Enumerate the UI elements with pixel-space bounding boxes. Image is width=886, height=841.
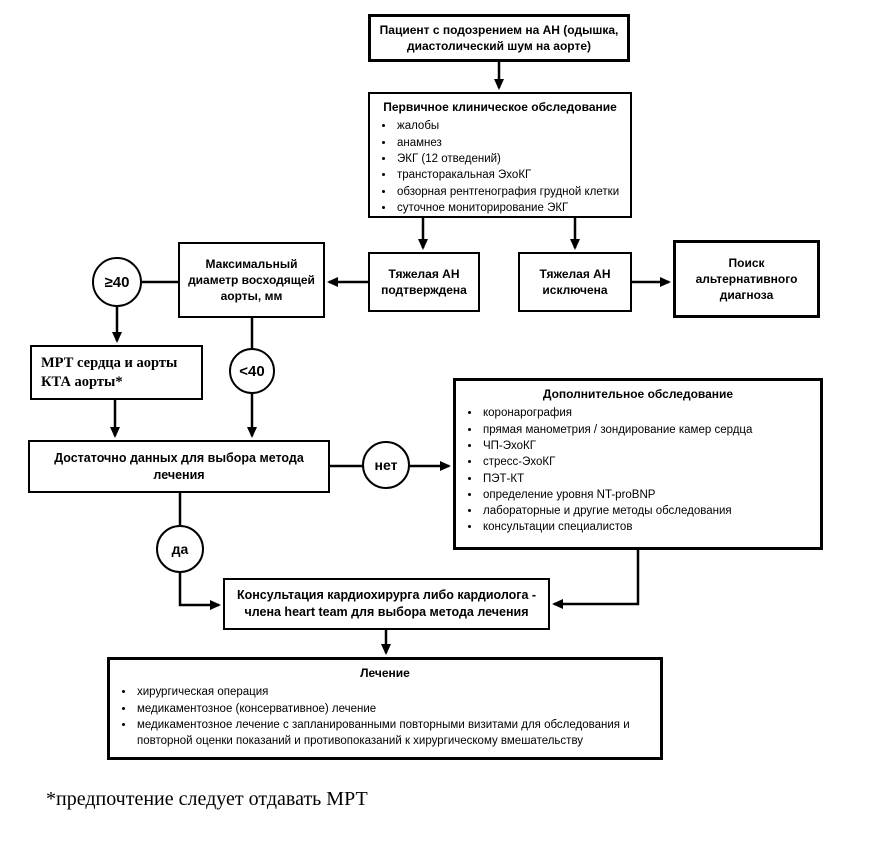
arrow-yes-to-consult [178,572,221,610]
treatment-box: Лечение хирургическая операция медикамен… [107,657,663,760]
severe-ar-excluded-box: Тяжелая АН исключена [518,252,632,312]
additional-item: лабораторные и другие методы обследовани… [481,503,812,519]
mrt-cta-line1: МРТ сердца и аорты [41,354,178,371]
additional-item: стресс-ЭхоКГ [481,454,812,470]
exam-item: суточное мониторирование ЭКГ [395,200,622,216]
primary-exam-title: Первичное клиническое обследование [383,100,617,114]
additional-item: прямая манометрия / зондирование камер с… [481,422,812,438]
treatment-item: медикаментозное лечение с запланированны… [135,717,652,750]
exam-item: обзорная рентгенография грудной клетки [395,184,622,200]
aorta-diameter-box: Максимальный диаметр восходящей аорты, м… [178,242,325,318]
arrow-additional-to-consult [552,550,640,609]
ge40-label: ≥40 [104,273,130,291]
primary-exam-list: жалобы анамнез ЭКГ (12 отведений) транст… [378,118,622,216]
enough-data-box: Достаточно данных для выбора метода лече… [28,440,330,493]
additional-item: определение уровня NT-proBNP [481,487,812,503]
exam-item: ЭКГ (12 отведений) [395,151,622,167]
lt40-label: <40 [239,362,265,380]
mrt-cta-line2: КТА аорты* [41,373,123,390]
treatment-item: медикаментозное (консервативное) лечение [135,701,652,717]
heart-team-consult-label: Консультация кардиохирурга либо кардиоло… [236,588,537,619]
yes-label: да [171,541,189,557]
no-circle: нет [362,441,410,489]
mrt-cta-box: МРТ сердца и аорты КТА аорты* [30,345,203,400]
treatment-item: хирургическая операция [135,684,652,700]
lt40-circle: <40 [229,348,275,394]
aorta-diameter-label: Максимальный диаметр восходящей аорты, м… [188,256,315,304]
footnote: *предпочтение следует отдавать МРТ [46,788,368,810]
patient-box: Пациент с подозрением на АН (одышка, диа… [368,14,630,62]
severe-ar-confirmed-box: Тяжелая АН подтверждена [368,252,480,312]
patient-box-label: Пациент с подозрением на АН (одышка, диа… [379,22,619,53]
severe-ar-confirmed-label: Тяжелая АН подтверждена [381,266,467,297]
treatment-title: Лечение [360,666,410,680]
alternative-diagnosis-label: Поиск альтернативного диагноза [695,255,798,303]
additional-item: коронарография [481,405,812,421]
additional-exam-box: Дополнительное обследование коронарограф… [453,378,823,550]
yes-circle: да [156,525,204,573]
treatment-list: хирургическая операция медикаментозное (… [118,684,652,749]
exam-item: трансторакальная ЭхоКГ [395,167,622,183]
exam-item: жалобы [395,118,622,134]
alternative-diagnosis-box: Поиск альтернативного диагноза [673,240,820,318]
additional-item: ЧП-ЭхоКГ [481,438,812,454]
additional-item: консультации специалистов [481,519,812,535]
additional-exam-list: коронарография прямая манометрия / зонди… [464,405,812,536]
primary-exam-box: Первичное клиническое обследование жалоб… [368,92,632,218]
no-label: нет [374,457,398,473]
additional-exam-title: Дополнительное обследование [542,387,734,401]
enough-data-label: Достаточно данных для выбора метода лече… [54,450,304,482]
exam-item: анамнез [395,135,622,151]
heart-team-consult-box: Консультация кардиохирурга либо кардиоло… [223,578,550,630]
additional-item: ПЭТ-КТ [481,471,812,487]
severe-ar-excluded-label: Тяжелая АН исключена [539,266,611,297]
ge40-circle: ≥40 [92,257,142,307]
